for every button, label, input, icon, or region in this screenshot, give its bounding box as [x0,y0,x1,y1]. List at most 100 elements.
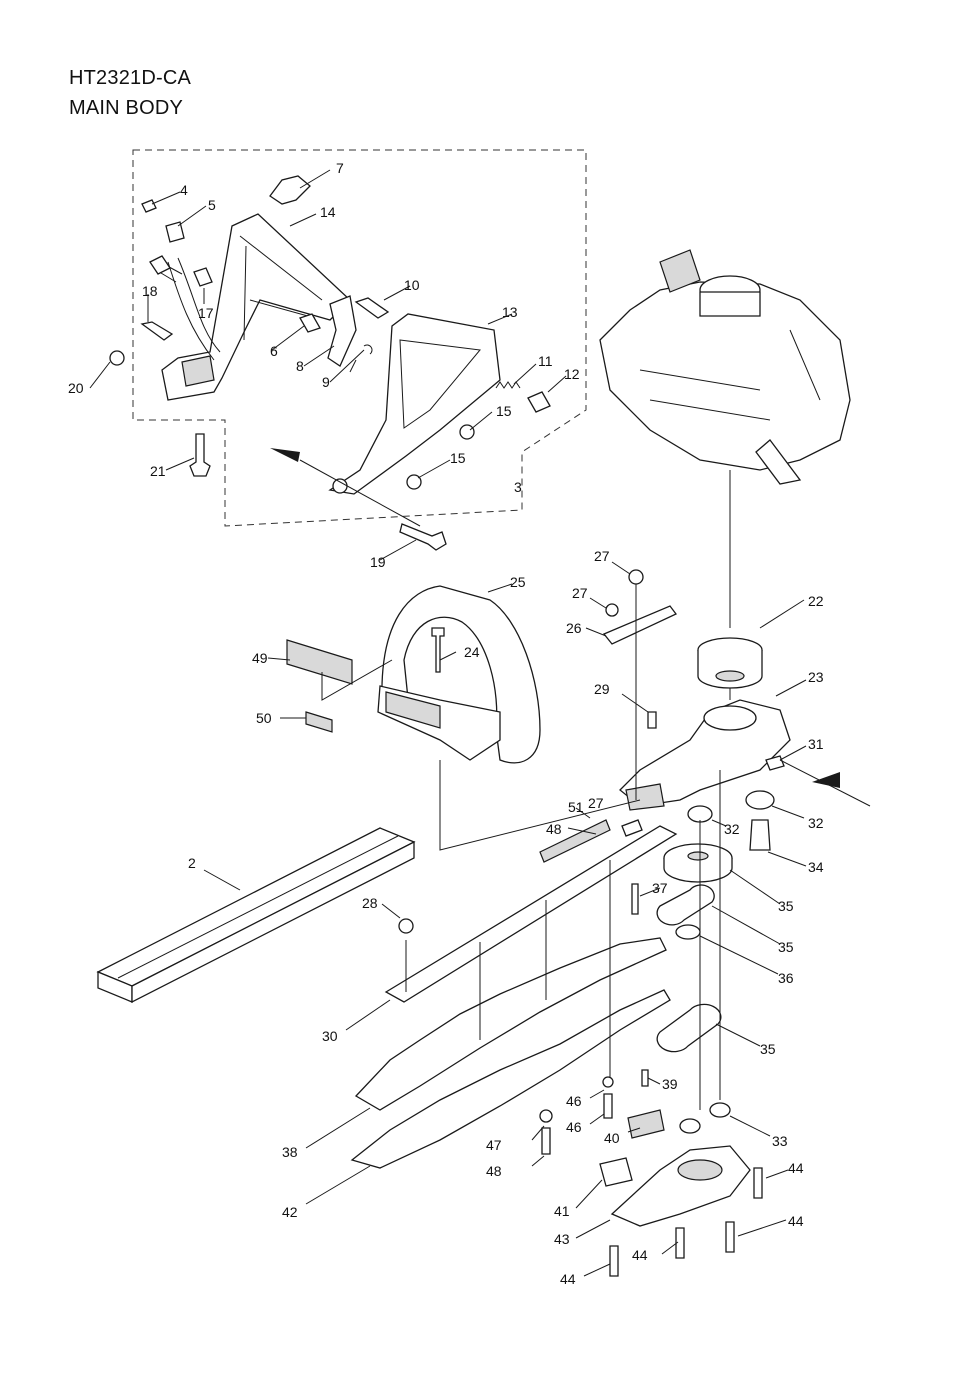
front-handle-24-part [377,585,541,764]
nut-15-lower-part [406,474,422,490]
callout-13: 13 [502,304,518,320]
screw-4-part [141,199,157,213]
handle-assembly-boundary [132,149,587,527]
callout-43: 43 [554,1231,570,1247]
nut-27-top-part [605,603,619,617]
bolt-44-d-part [609,1245,619,1277]
callout-22: 23 [808,669,824,685]
clutch-drum-21-part [697,637,763,689]
spring-11-part [495,381,521,389]
callout-29: 30 [322,1028,338,1044]
blade-guide-29-part [384,825,678,1003]
callout-35-lower: 35 [760,1041,776,1057]
callout-34: 35 [778,898,794,914]
grease-nipple-30-part [765,755,785,771]
pinion-33-part [749,819,771,851]
lever-8-part [327,295,357,367]
callout-7: 7 [336,160,344,176]
callout-45: 46 [566,1119,582,1135]
callout-2: 2 [188,855,196,871]
screw-16-part [193,267,213,287]
callout-44-b: 44 [788,1213,804,1229]
upper-blade-38-part [354,937,667,1111]
callout-44-d: 44 [560,1271,576,1287]
callout-51: 51 [568,799,584,815]
callout-27-left: 28 [362,895,378,911]
callout-4: 4 [180,182,188,198]
bolt-18-part [399,523,447,551]
nut-27-left-part [398,918,414,934]
callout-48: 48 [546,821,562,837]
callout-44-c: 44 [632,1247,648,1263]
bolt-17-part [140,321,174,341]
bolt-23-part [431,627,445,673]
bolt-28-part [647,711,657,729]
callout-36: 36 [778,970,794,986]
washer-36-part [675,924,701,940]
clip-9-part [363,344,373,355]
callout-6: 6 [270,343,278,359]
bolt-10-part [354,297,390,319]
callout-49: 49 [252,650,268,666]
model-title: HT2321D-CA [69,67,192,89]
callout-5: 5 [208,197,216,213]
callout-32-lower: 33 [772,1133,788,1149]
callout-39: 39 [662,1076,678,1092]
warning-label-49-part [286,639,353,685]
callout-15-lower: 15 [450,450,466,466]
callout-9: 9 [322,374,330,390]
callout-28: 29 [594,681,610,697]
callout-46-upper: 46 [566,1093,582,1109]
plate-25-part [602,605,677,645]
nut-19-part [109,350,125,366]
callout-18: 19 [370,554,386,570]
axis-line [299,459,421,527]
screw-39-part [641,1069,649,1087]
callout-26: 27 [594,548,610,564]
callout-8: 8 [296,358,304,374]
callout-10: 10 [404,277,420,293]
callout-31: 32 [808,815,824,831]
wire-connector [149,255,171,275]
bearing-32-lower-b-part [709,1102,731,1118]
callout-19: 20 [68,380,84,396]
crank-35-lower-part [656,1003,722,1053]
callout-24: 25 [510,574,526,590]
callout-42: 42 [282,1204,298,1220]
bearing-32-lower-a-part [679,1118,701,1134]
callout-23: 24 [464,644,480,660]
washer-46-lower-part [539,1109,553,1123]
callout-25: 26 [566,620,582,636]
callout-47: 48 [486,1163,502,1179]
callout-27-top: 27 [572,585,588,601]
callout-32-upper: 32 [724,821,740,837]
direction-arrow-left [270,448,300,462]
callout-50: 50 [256,710,272,726]
section-title: MAIN BODY [69,97,184,119]
callout-40: 40 [604,1130,620,1146]
cover-43-part [610,1145,751,1227]
bolt-44-b-part [725,1221,735,1253]
callout-21: 22 [808,593,824,609]
callout-14: 14 [320,204,336,220]
callout-labels: 7 4 5 14 10 18 13 17 6 8 11 9 12 20 15 1… [68,160,824,1287]
bearing-32-upper-part [687,805,713,823]
label-48-part [539,819,611,863]
callout-37: 37 [652,880,668,896]
cushion-41-part [599,1157,633,1187]
callout-16: 17 [198,305,214,321]
lower-blade-42-part [350,989,671,1169]
direction-arrow-right [812,772,840,788]
callout-27-mid: 27 [588,795,604,811]
bolt-44-a-part [753,1167,763,1199]
rear-handle-frame-part [328,313,501,495]
callout-41: 41 [554,1203,570,1219]
bolt-44-c-part [675,1227,685,1259]
gear-34-part [663,843,733,883]
bearing-31-part [745,790,775,810]
clip-51-part [621,819,643,837]
blade-cover-2-part [96,827,416,1004]
callout-33: 34 [808,859,824,875]
cap-12-part [527,391,551,413]
